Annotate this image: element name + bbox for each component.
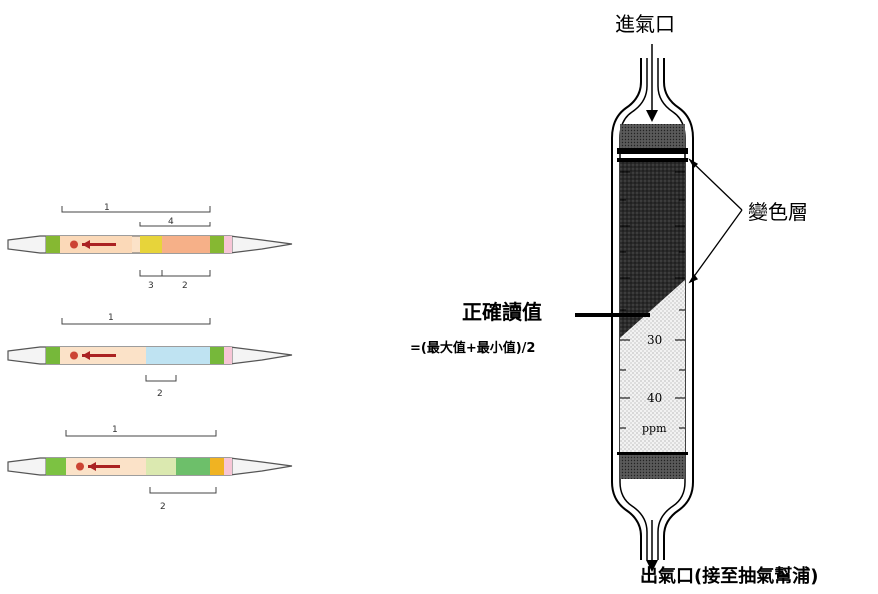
tube-3-bracket-2-label: 2 [160,502,166,512]
tube-outer-glass [611,58,694,560]
scale-ticks [620,171,685,429]
tube-1: 1 4 3 2 [7,203,293,291]
tube-1-bracket-3-label: 3 [148,281,154,291]
tube-1-bracket-2-label: 2 [182,281,188,291]
color-change-layer [620,162,685,338]
reading-formula: =(最大值+最小值)/2 [410,341,536,356]
color-layer-pointers [688,158,743,284]
color-layer-label: 變色層 [748,200,808,224]
tube-2: 1 2 [7,313,293,399]
outlet-label: 出氣口(接至抽氣幫浦) [640,566,819,587]
tube-3: 1 2 [7,425,293,512]
tube-3-bracket-1-label: 1 [112,425,118,435]
inlet-label: 進氣口 [615,12,675,36]
reading-label: 正確讀值 [462,300,542,324]
tube-1-bracket-1-label: 1 [104,203,110,213]
tube-1-bracket-4-label: 4 [168,217,174,227]
top-plug [620,124,685,148]
tube-2-bracket-1-label: 1 [108,313,114,323]
scale-label-40: 40 [647,391,662,405]
bottom-plug [620,455,685,479]
scale-label-30: 30 [647,333,662,347]
unreacted-layer [620,280,685,452]
scale-unit: ppm [642,422,667,435]
tube-2-bracket-2-label: 2 [157,389,163,399]
